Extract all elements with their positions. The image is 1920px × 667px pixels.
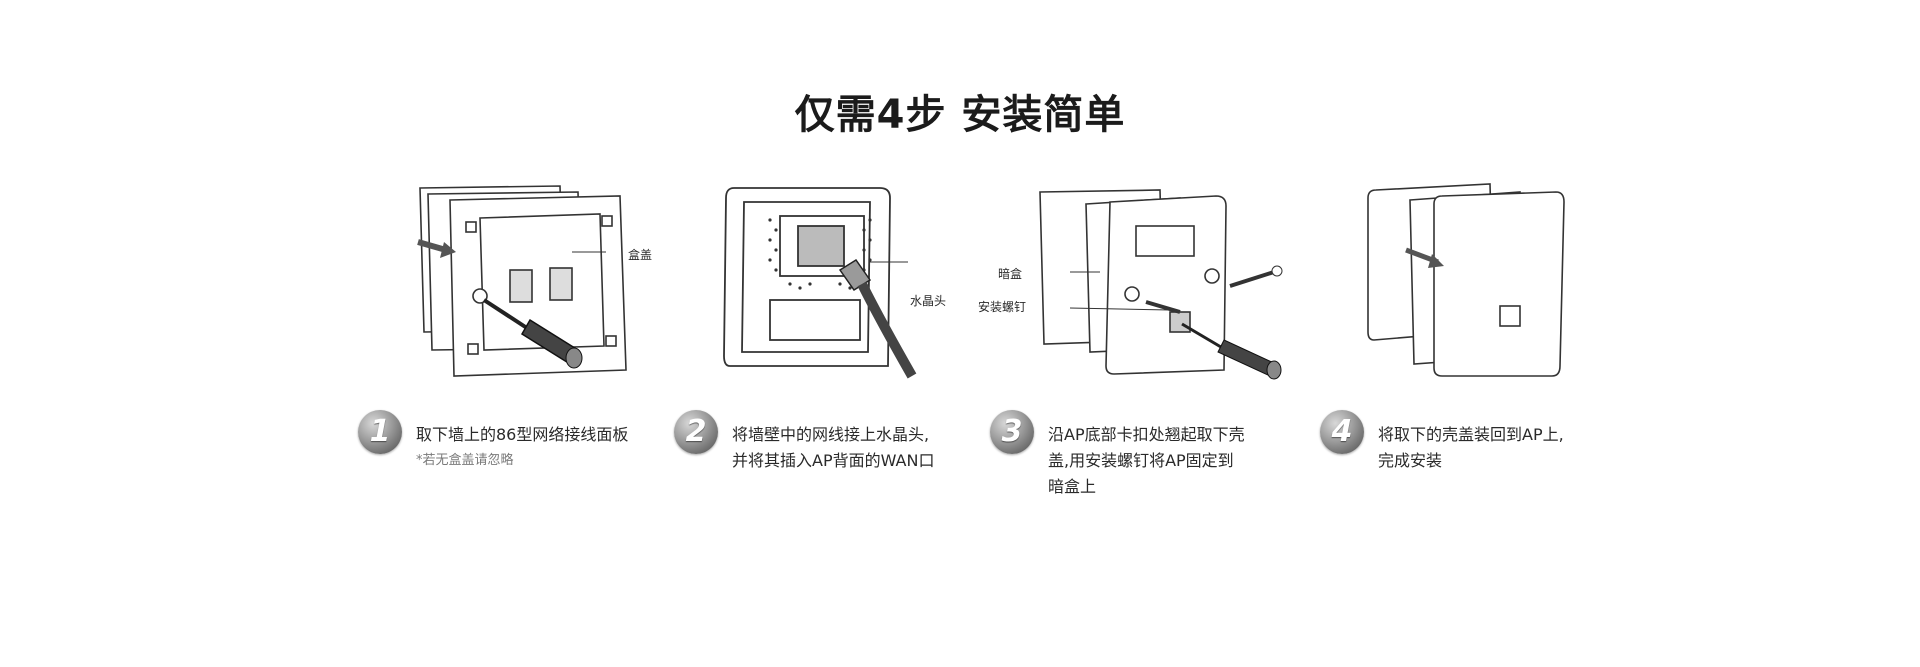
step-text-line: 并将其插入AP背面的WAN口 <box>732 451 935 470</box>
step-text-line: 将墙壁中的网线接上水晶头, <box>732 425 930 444</box>
step-number-badge: 4 <box>1320 410 1364 454</box>
ap-back-cable-icon <box>723 187 917 379</box>
step-text-line: 沿AP底部卡扣处翘起取下壳 <box>1048 425 1245 444</box>
step-3-illustration <box>1030 180 1320 380</box>
step-number-badge: 2 <box>674 410 718 454</box>
wall-box-icon <box>417 185 627 377</box>
step-text-line: 完成安装 <box>1378 451 1443 470</box>
step-number-badge: 1 <box>358 410 402 454</box>
step-text-line: 暗盒上 <box>1048 477 1097 496</box>
step-text-line: 取下墙上的86型网络接线面板 <box>416 425 629 444</box>
step-text-line: 将取下的壳盖装回到AP上, <box>1378 425 1564 444</box>
step-number-badge: 3 <box>990 410 1034 454</box>
step-description: 取下墙上的86型网络接线面板 *若无盒盖请忽略 <box>416 422 628 470</box>
step-1-illustration <box>410 180 650 380</box>
step-4-illustration <box>1360 180 1570 380</box>
step-text-line: 盖,用安装螺钉将AP固定到 <box>1048 451 1234 470</box>
step-note: *若无盒盖请忽略 <box>416 453 514 468</box>
step-description: 沿AP底部卡扣处翘起取下壳 盖,用安装螺钉将AP固定到 暗盒上 <box>1048 422 1245 500</box>
step-2-illustration <box>720 180 920 380</box>
callout-wall-box: 暗盒 <box>998 267 1023 281</box>
screwdriver-icon <box>482 298 583 369</box>
callout-rj45-plug: 水晶头 <box>910 294 947 308</box>
ap-installed-icon <box>1367 183 1565 377</box>
step-description: 将墙壁中的网线接上水晶头, 并将其插入AP背面的WAN口 <box>732 422 934 474</box>
callout-mounting-screw: 安装螺钉 <box>978 300 1027 314</box>
callout-box-cover: 盒盖 <box>628 248 653 262</box>
page-title: 仅需4步 安装简单 <box>794 92 1126 138</box>
ap-screw-mount-icon <box>1039 189 1283 380</box>
step-description: 将取下的壳盖装回到AP上, 完成安装 <box>1378 422 1564 474</box>
